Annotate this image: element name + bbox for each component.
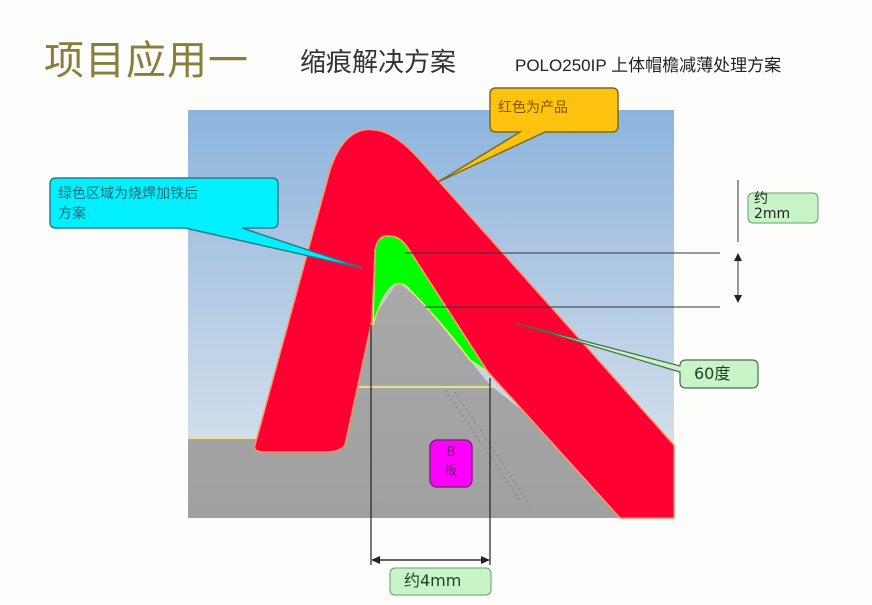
mold-base: [188, 282, 674, 518]
arrow-left-icon: [371, 556, 380, 564]
product-callout-label: 红色为产品: [498, 100, 568, 116]
green-region-callout-label: 绿色区域为烧焊加铁后 方案: [58, 186, 198, 222]
angle-callout-label: 60度: [694, 364, 731, 383]
arrow-down-icon: [734, 295, 742, 303]
page-subtitle: 缩痕解决方案: [300, 48, 457, 78]
ejector-trace: [444, 389, 521, 501]
green-region-callout: [49, 177, 363, 269]
arrow-up-icon: [734, 253, 742, 261]
product-shape: [253, 128, 675, 519]
thickness-callout-label: 约 2mm: [754, 191, 791, 222]
width-callout: [389, 567, 492, 596]
plate-label: B 板: [444, 445, 458, 479]
product-callout: [437, 87, 619, 183]
thickness-callout: [747, 192, 819, 224]
plate-label-box: [429, 439, 473, 488]
page-note: POLO250IP 上体帽檐减薄处理方案: [515, 56, 782, 75]
page-title: 项目应用一: [44, 38, 249, 84]
angle-callout: [514, 322, 759, 389]
width-callout-label: 约4mm: [404, 571, 462, 590]
arrow-right-icon: [481, 556, 490, 564]
